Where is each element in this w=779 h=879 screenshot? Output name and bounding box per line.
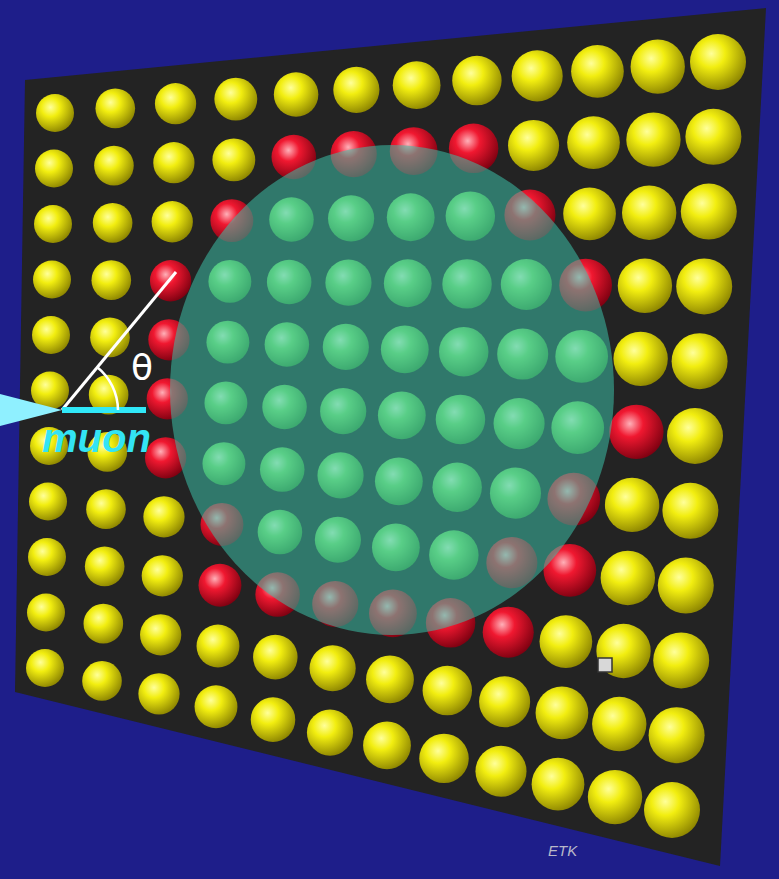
- sphere: [423, 666, 472, 715]
- sphere: [274, 72, 319, 117]
- sphere: [212, 138, 255, 181]
- sphere: [199, 564, 242, 607]
- sphere: [613, 332, 667, 386]
- sphere: [512, 50, 563, 101]
- sphere: [672, 333, 728, 389]
- sphere: [32, 316, 70, 354]
- sphere: [143, 496, 184, 537]
- sphere: [142, 555, 183, 596]
- sphere: [33, 261, 71, 299]
- sphere: [214, 78, 257, 121]
- angle-arc: [97, 367, 118, 410]
- sphere: [649, 707, 705, 763]
- sphere: [644, 782, 700, 838]
- sphere: [28, 538, 66, 576]
- sphere: [667, 408, 723, 464]
- sphere: [140, 614, 181, 655]
- sphere: [592, 697, 646, 751]
- angle-label: θ: [131, 350, 153, 386]
- sphere: [86, 489, 126, 529]
- sphere: [658, 558, 714, 614]
- watermark: ETK: [548, 843, 577, 858]
- sphere: [29, 483, 67, 521]
- sphere: [307, 709, 353, 755]
- muon-track: [62, 407, 146, 413]
- sphere: [508, 120, 559, 171]
- sphere: [195, 685, 238, 728]
- detector-plane: [15, 8, 766, 866]
- sphere: [563, 187, 616, 240]
- sphere: [475, 746, 526, 797]
- sphere: [571, 45, 624, 98]
- sphere: [419, 734, 468, 783]
- sphere: [93, 203, 133, 243]
- sphere: [366, 656, 414, 704]
- sphere: [35, 150, 73, 188]
- cherenkov-ray: [62, 272, 176, 410]
- sphere: [540, 615, 593, 668]
- sphere: [333, 67, 379, 113]
- sphere: [685, 109, 741, 165]
- sphere: [155, 83, 196, 124]
- sphere: [91, 260, 131, 300]
- sphere: [596, 624, 650, 678]
- sphere: [483, 607, 534, 658]
- sphere: [94, 146, 134, 186]
- sphere: [363, 722, 411, 770]
- sphere: [676, 258, 732, 314]
- sphere: [27, 594, 65, 632]
- sphere: [85, 547, 125, 587]
- sphere: [626, 113, 680, 167]
- photomultiplier-grid: [26, 34, 746, 838]
- sphere: [138, 673, 179, 714]
- sphere: [618, 259, 672, 313]
- sphere: [622, 186, 676, 240]
- sphere: [152, 201, 193, 242]
- sphere: [197, 625, 240, 668]
- sphere: [681, 184, 737, 240]
- sphere: [82, 661, 122, 701]
- sphere: [653, 632, 709, 688]
- cursor-square: [598, 658, 612, 672]
- sphere: [153, 142, 194, 183]
- sphere: [84, 604, 124, 644]
- sphere: [536, 687, 589, 740]
- cherenkov-disc: [170, 145, 614, 635]
- sphere: [631, 39, 685, 93]
- sphere: [393, 61, 441, 109]
- sphere: [479, 676, 530, 727]
- sphere: [588, 770, 642, 824]
- sphere: [662, 483, 718, 539]
- sphere: [532, 758, 585, 811]
- sphere: [95, 89, 135, 129]
- sphere: [609, 405, 663, 459]
- sphere: [452, 56, 501, 105]
- sphere: [567, 116, 620, 169]
- sphere: [253, 635, 298, 680]
- sphere: [36, 94, 74, 132]
- sphere: [251, 697, 296, 742]
- sphere: [34, 205, 72, 243]
- sphere: [601, 551, 655, 605]
- sphere: [310, 645, 356, 691]
- particle-label: muon: [42, 418, 151, 458]
- sphere: [26, 649, 64, 687]
- sphere: [690, 34, 746, 90]
- sphere: [605, 478, 659, 532]
